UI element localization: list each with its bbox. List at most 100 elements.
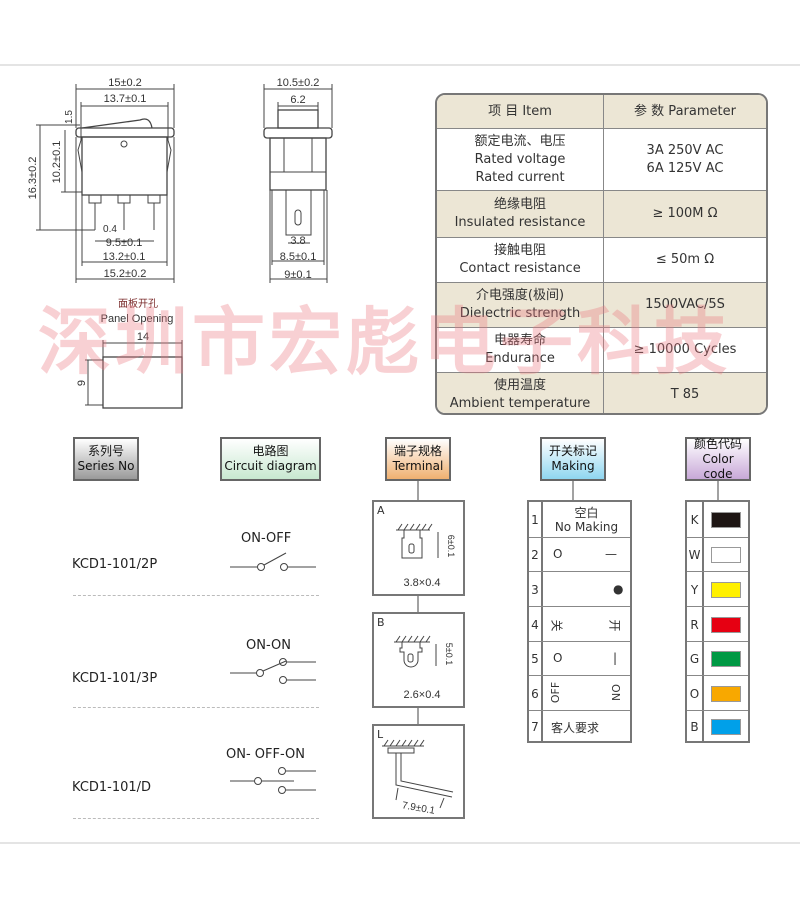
- terminal-code: B: [377, 616, 385, 629]
- making-num: 3: [529, 572, 543, 607]
- series-model-3p: KCD1-101/3P: [72, 671, 158, 686]
- circuit-on-off-on-symbol: [230, 767, 316, 794]
- color-code-letter: Y: [687, 572, 704, 607]
- spec-header-parameter: 参 数 Parameter: [634, 103, 736, 119]
- spec-header-item: 项 目 Item: [437, 95, 604, 128]
- spec-item-en: Contact resistance: [459, 261, 581, 276]
- terminal-b-height: 5±0.1: [444, 643, 454, 665]
- circuit-label-on-off: ON-OFF: [241, 531, 292, 546]
- color-row-r: R: [687, 606, 748, 642]
- header-series-cn: 系列号: [87, 444, 124, 458]
- color-swatch: [711, 581, 741, 598]
- making-num: 6: [529, 676, 543, 711]
- dim-pin-thickness: 0.4: [103, 224, 117, 235]
- header-terminal-cn: 端子规格: [393, 444, 442, 458]
- making-row-3: 3 ●: [529, 571, 630, 607]
- dim-body-height: 10.2±0.1: [51, 141, 63, 184]
- terminal-code: L: [377, 728, 384, 741]
- spec-item-cn: 接触电阻: [493, 243, 546, 258]
- header-circuit-en: Circuit diagram: [224, 459, 317, 473]
- terminal-l-length: 7.9±0.1: [401, 800, 436, 817]
- terminal-b-size: 2.6×0.4: [403, 689, 440, 701]
- making-mark-right: |: [613, 651, 618, 665]
- spec-value: ≥ 100M Ω: [652, 206, 718, 221]
- making-mark-right: —: [605, 547, 617, 561]
- terminal-l: L 7.9±0.1: [372, 724, 465, 819]
- making-mark-right: ON: [608, 684, 622, 701]
- spec-item-cn: 绝缘电阻: [493, 197, 546, 212]
- color-code-letter: B: [687, 711, 704, 742]
- color-swatch: [711, 547, 741, 563]
- color-swatch: [711, 685, 741, 702]
- color-code-letter: G: [687, 642, 704, 676]
- color-row-y: Y: [687, 571, 748, 607]
- color-swatch: [711, 718, 741, 735]
- side-view-drawing: 10.5±0.2 6.2 3.8 8.5±0.1 9±0.1: [263, 77, 333, 283]
- spec-item-cn: 电器寿命: [493, 333, 546, 348]
- making-mark-right: 开: [607, 619, 622, 632]
- making-mark-left: O: [553, 547, 563, 561]
- making-mark-left: OFF: [549, 681, 563, 704]
- making-num: 2: [529, 538, 543, 572]
- color-row-o: O: [687, 675, 748, 711]
- making-num: 1: [529, 502, 543, 537]
- circuit-on-off-symbol: [230, 552, 316, 571]
- color-swatch: [711, 616, 741, 633]
- color-code-letter: R: [687, 607, 704, 642]
- row-divider: [73, 818, 319, 819]
- making-custom: 客人要求: [551, 721, 600, 735]
- dim-total-height: 16.3±0.2: [27, 157, 39, 200]
- terminal-b: B 5±0.1 2.6×0.4: [372, 612, 465, 708]
- dim-pin-pitch: 9.5±0.1: [106, 237, 143, 249]
- row-divider: [73, 707, 319, 708]
- spec-item-en: Dielectric strength: [459, 306, 581, 321]
- header-color-en: Color code: [702, 451, 734, 481]
- making-row-4: 4 关开: [529, 606, 630, 642]
- circuit-on-on-symbol: [230, 658, 316, 684]
- dim-front-width-inner: 13.7±0.1: [104, 93, 147, 105]
- spec-item-en: Endurance: [485, 351, 555, 366]
- spec-item-cn: 额定电流、电压: [474, 133, 566, 149]
- front-view-drawing: 15±0.2 13.7±0.1 1.5 16.3±0.2 10.2±0.1 0.…: [27, 77, 175, 283]
- making-blank-cn: 空白: [574, 505, 599, 520]
- spec-header-row: 项 目 Item 参 数 Parameter: [437, 95, 766, 128]
- spec-value: T 85: [670, 387, 700, 402]
- spec-value: 3A 250V AC: [646, 142, 724, 158]
- spec-row-dielectric: 介电强度(极间)Dielectric strength 1500VAC/5S: [437, 282, 766, 327]
- panel-height: 9: [76, 380, 88, 386]
- dim-side-width-outer: 10.5±0.2: [277, 77, 320, 89]
- panel-opening-title-cn: 面板开孔: [118, 297, 158, 310]
- top-divider: [0, 64, 800, 66]
- header-terminal-en: Terminal: [392, 459, 444, 473]
- terminal-code: A: [377, 504, 385, 517]
- spec-item-en: Rated current: [475, 169, 565, 185]
- panel-width: 14: [137, 331, 149, 343]
- terminal-a-size: 3.8×0.4: [403, 577, 440, 589]
- bottom-divider: [0, 842, 800, 844]
- dim-rocker-width: 6.2: [290, 94, 305, 106]
- spec-value: ≤ 50m Ω: [655, 252, 715, 267]
- circuit-label-on-off-on: ON- OFF-ON: [226, 747, 305, 762]
- dim-side-base-inner: 8.5±0.1: [280, 251, 317, 263]
- color-row-w: W: [687, 537, 748, 572]
- color-code-letter: W: [687, 538, 704, 572]
- color-row-b: B: [687, 710, 748, 742]
- header-color-cn: 颜色代码: [693, 436, 742, 451]
- making-blank-en: No Making: [554, 519, 619, 534]
- color-swatch: [711, 511, 741, 528]
- dim-tab-width: 3.8: [290, 235, 305, 247]
- making-row-5: 5 O|: [529, 641, 630, 676]
- terminal-a-drawing: 6±0.1 3.8×0.4: [396, 523, 456, 589]
